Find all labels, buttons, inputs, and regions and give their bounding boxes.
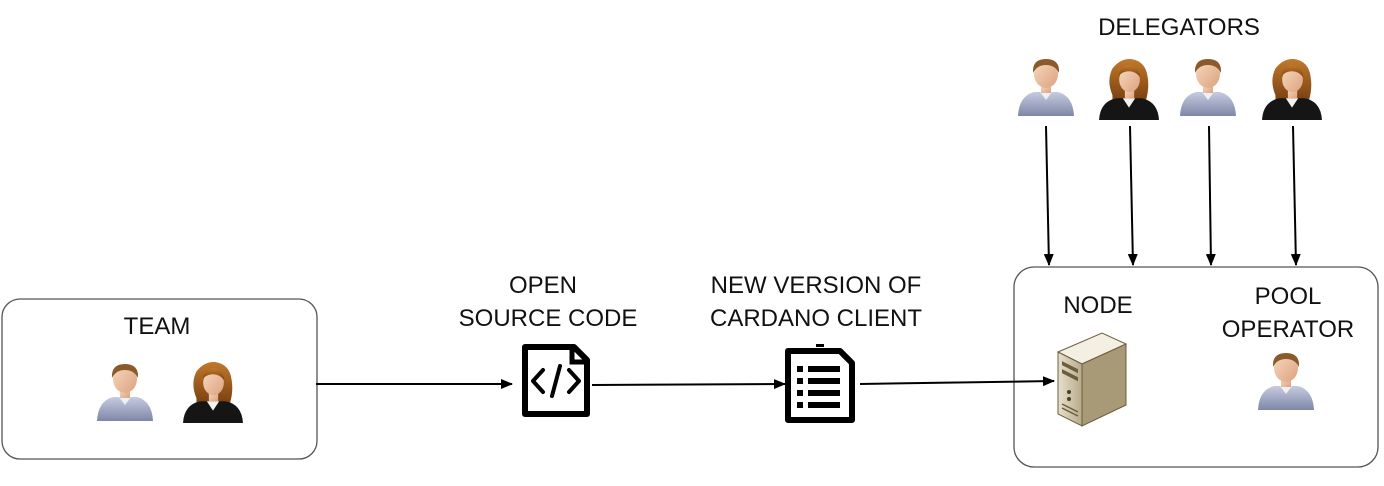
open-source-label-line1: OPEN [509,272,577,299]
node-box [1013,266,1379,468]
arrow-client-to-node [859,376,1055,387]
delegator-3-icon [1180,59,1236,116]
delegator-2-icon [1099,58,1159,120]
arrow-delegator-4-to-node [1290,125,1301,266]
server-icon [1056,332,1128,427]
delegator-4-icon [1262,58,1322,120]
code-file-icon [522,344,590,417]
new-version-label-line1: NEW VERSION OF [711,272,922,299]
pool-operator-label-line1: POOL [1255,283,1322,310]
delegators-label: DELEGATORS [1098,14,1260,41]
arrow-delegator-1-to-node [1043,125,1054,266]
pool-operator-label-line2: OPERATOR [1222,316,1354,343]
node-label: NODE [1063,292,1132,319]
document-list-icon [785,344,855,423]
open-source-label-line2: SOURCE CODE [459,305,638,332]
team-label: TEAM [124,313,191,340]
delegator-1-icon [1018,59,1074,116]
arrow-code-to-client [591,379,786,390]
new-version-label-line2: CARDANO CLIENT [710,305,922,332]
arrow-delegator-3-to-node [1205,125,1216,266]
arrow-delegator-2-to-node [1127,125,1138,266]
